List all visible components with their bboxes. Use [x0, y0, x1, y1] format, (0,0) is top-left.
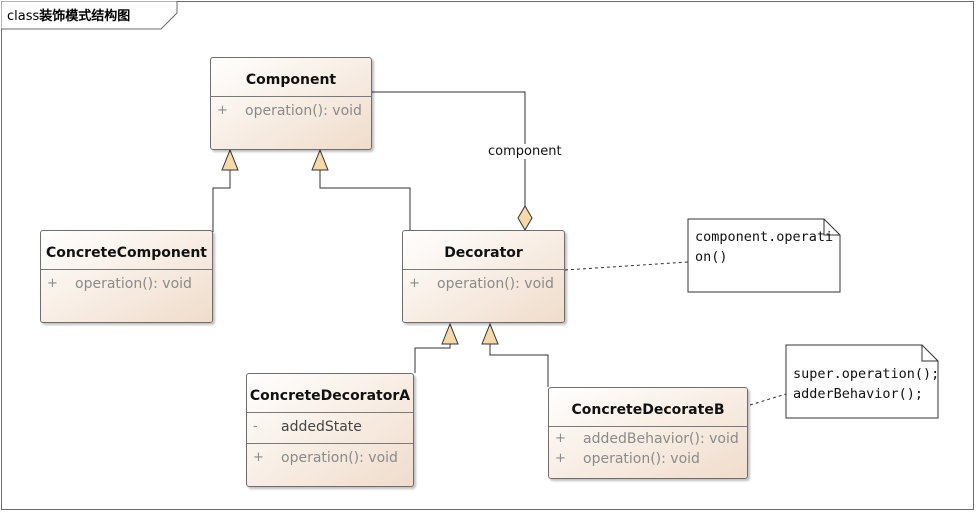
- aggregation-diamond: [517, 205, 533, 231]
- visibility-marker: +: [217, 103, 228, 118]
- generalization-concrete-component: [212, 170, 231, 232]
- operation: + operation(): void: [549, 449, 747, 469]
- attributes-compartment: - addedState: [247, 413, 413, 444]
- class-name: ConcreteDecoratorA: [247, 374, 413, 413]
- visibility-marker: -: [253, 419, 258, 434]
- class-name: Component: [211, 58, 371, 97]
- note-line: component.operati: [695, 229, 834, 245]
- operation: + addedBehavior(): void: [549, 429, 747, 449]
- frame-title: class装饰模式结构图: [7, 5, 130, 24]
- visibility-marker: +: [47, 276, 58, 291]
- operations-compartment: + operation(): void: [247, 444, 413, 472]
- operation: + operation(): void: [247, 448, 413, 468]
- class-concrete-decorate-b[interactable]: ConcreteDecorateB + addedBehavior(): voi…: [548, 387, 748, 479]
- operation-signature: operation(): void: [437, 276, 554, 292]
- operation-signature: operation(): void: [583, 451, 700, 467]
- class-name: Decorator: [403, 231, 564, 270]
- class-component[interactable]: Component + operation(): void: [210, 57, 372, 150]
- note-line: super.operation();: [793, 366, 940, 382]
- operation: + operation(): void: [41, 274, 212, 294]
- note-decorate-b[interactable]: super.operation(); adderBehavior();: [786, 345, 939, 418]
- note-fold: [823, 219, 840, 236]
- attribute-signature: addedState: [281, 419, 362, 435]
- operations-compartment: + addedBehavior(): void + operation(): v…: [549, 427, 747, 471]
- generalization-decorator: [319, 170, 411, 230]
- visibility-marker: +: [253, 450, 264, 465]
- frame-title-text: 装饰模式结构图: [39, 9, 131, 24]
- class-name: ConcreteComponent: [41, 231, 212, 270]
- note-line: adderBehavior();: [793, 386, 924, 402]
- note-shape: [785, 344, 939, 419]
- note-shape: [687, 218, 841, 293]
- note-fold: [921, 345, 938, 362]
- operation-signature: operation(): void: [245, 103, 362, 119]
- operation-signature: operation(): void: [75, 276, 192, 292]
- class-name: ConcreteDecorateB: [549, 388, 747, 427]
- visibility-marker: +: [409, 276, 420, 291]
- note-anchor-decorator: [564, 261, 689, 271]
- attribute: - addedState: [247, 417, 413, 437]
- operation-signature: operation(): void: [281, 450, 398, 466]
- generalization-concrete-decorate-b: [489, 344, 549, 387]
- note-text: component.operati on(): [695, 227, 833, 267]
- class-concrete-decorator-a[interactable]: ConcreteDecoratorA - addedState + operat…: [246, 373, 414, 487]
- operation-signature: addedBehavior(): void: [583, 431, 739, 447]
- aggregation-component: [372, 91, 526, 206]
- frame-title-tab: [1, 1, 178, 30]
- generalization-concrete-decorator-a: [414, 344, 451, 373]
- visibility-marker: +: [555, 451, 566, 466]
- operation: + operation(): void: [403, 274, 564, 294]
- frame-keyword: class: [7, 9, 40, 24]
- class-concrete-component[interactable]: ConcreteComponent + operation(): void: [40, 230, 213, 323]
- note-decorator[interactable]: component.operati on(): [688, 219, 840, 292]
- generalization-arrowhead: [221, 148, 239, 171]
- operations-compartment: + operation(): void: [403, 270, 564, 298]
- operations-compartment: + operation(): void: [41, 270, 212, 298]
- generalization-arrowhead: [311, 148, 329, 171]
- class-decorator[interactable]: Decorator + operation(): void: [402, 230, 565, 323]
- operation: + operation(): void: [211, 101, 371, 121]
- note-line: on(): [695, 249, 728, 265]
- aggregation-role-label: component: [488, 144, 562, 159]
- note-anchor-decorate-b: [749, 393, 787, 406]
- operations-compartment: + operation(): void: [211, 97, 371, 125]
- visibility-marker: +: [555, 431, 566, 446]
- generalization-arrowhead: [481, 322, 499, 345]
- note-text: super.operation(); adderBehavior();: [793, 364, 939, 404]
- generalization-arrowhead: [441, 322, 459, 345]
